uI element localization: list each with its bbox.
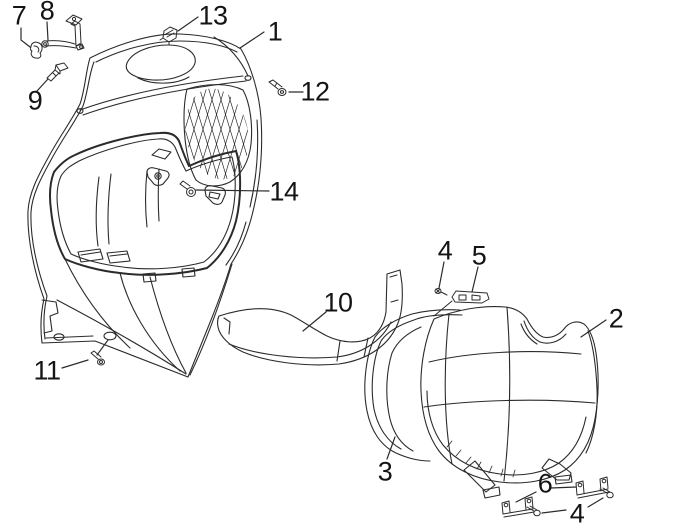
part-label-5: 5	[471, 240, 487, 271]
part-label-3: 3	[377, 456, 393, 487]
part-label-8: 8	[39, 0, 55, 26]
leader-lines	[20, 16, 607, 514]
part-label-6: 6	[537, 468, 553, 499]
part-label-7: 7	[11, 0, 27, 31]
lower-spoiler-art	[217, 269, 403, 366]
part-label-14: 14	[269, 176, 299, 207]
part-label-1: 1	[267, 16, 283, 47]
part-label-4-upper: 4	[437, 235, 453, 266]
glovebox-body-art	[364, 309, 463, 462]
part-label-11: 11	[33, 355, 61, 386]
part-label-4-lower: 4	[569, 498, 585, 525]
latch-plate-art	[433, 288, 490, 317]
screws-art	[90, 79, 287, 366]
part-label-2: 2	[608, 303, 624, 334]
glovebox-door-art	[420, 306, 599, 499]
small-hardware-art	[29, 14, 178, 82]
part-label-13: 13	[198, 0, 228, 31]
part-label-10: 10	[323, 287, 353, 318]
bottom-brackets-art	[501, 476, 614, 518]
part-label-9: 9	[27, 85, 43, 116]
part-label-12: 12	[300, 76, 330, 107]
front-shield-art	[27, 33, 263, 378]
